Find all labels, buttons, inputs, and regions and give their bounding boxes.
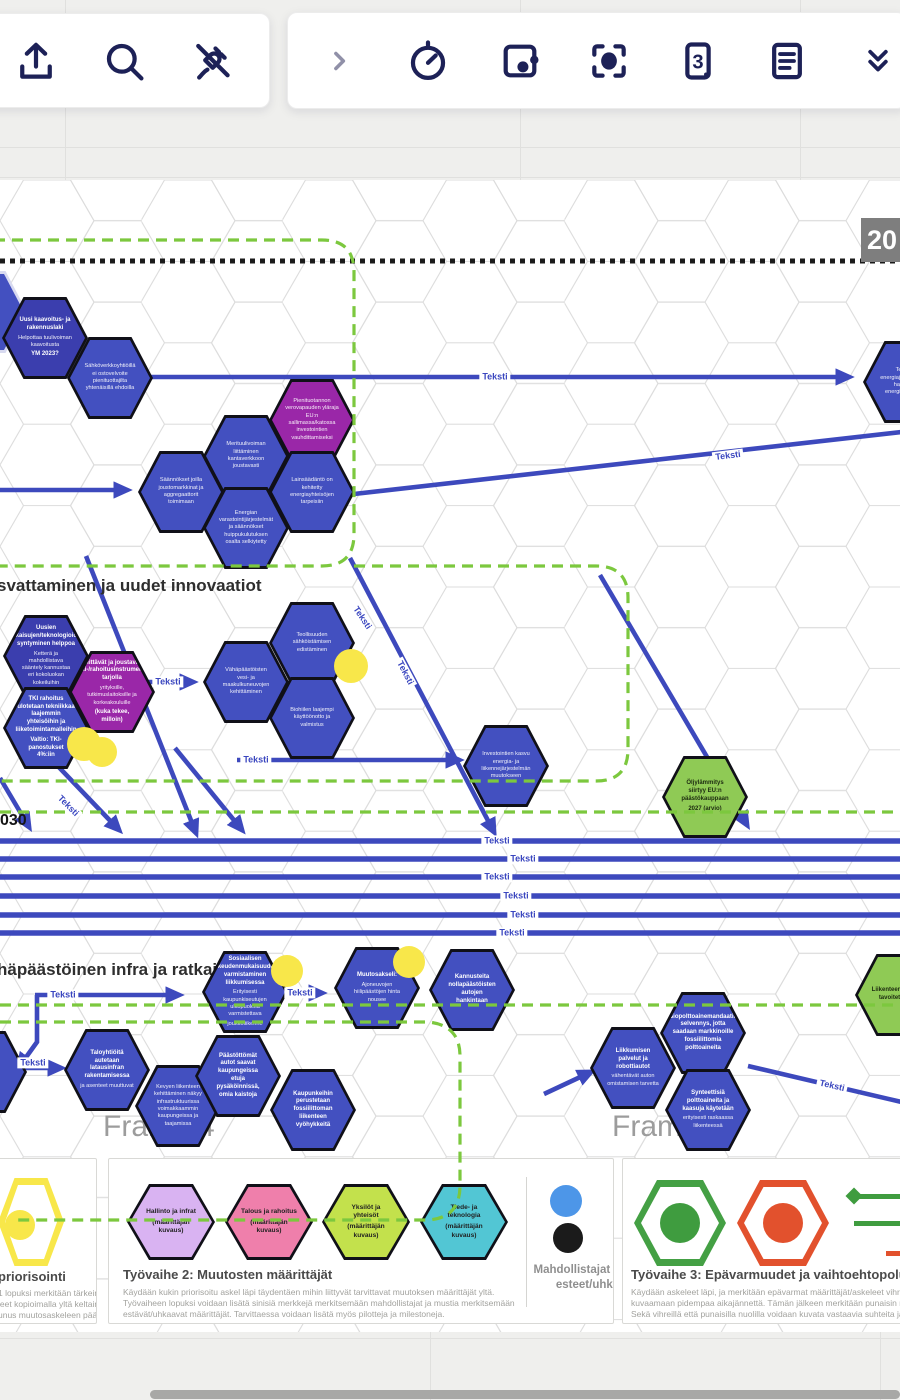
- hexagon-kannusteita[interactable]: Kannusteita nollapäästöisten autojen han…: [429, 949, 515, 1031]
- connector-label[interactable]: Teksti: [479, 371, 511, 383]
- legend-panel3-body: kuvaamaan pidempaa aikajännettä. Tämän j…: [631, 1298, 900, 1308]
- legend-hexagon-desc: (määrittäjän kuvaus): [347, 1223, 385, 1239]
- chevron-right-icon[interactable]: [324, 46, 354, 76]
- toolbar-left: [0, 13, 270, 108]
- red-line: [886, 1251, 900, 1256]
- bottom-chrome: [0, 1332, 900, 1400]
- connector-label[interactable]: Teksti: [240, 754, 272, 766]
- hexagon-text: Erityisesti kaupunkiseutujen ulkopuolell…: [223, 989, 267, 1018]
- legend-hexagon-label: Talous ja rahoitus: [241, 1208, 297, 1216]
- toolbar-right: 3: [287, 12, 900, 109]
- legend-hexagon-desc: (määrittäjän kuvaus): [445, 1223, 483, 1239]
- hexagon-text: Liikkumisen palvelut ja robottiautot: [615, 1048, 651, 1070]
- enablers-label: Mahdollistajat ja esteet/uhkat: [533, 1264, 613, 1291]
- legend-panel3-body: Sekä vihreillä että punaisilla nuolilla …: [631, 1309, 900, 1319]
- legend-panel-tyovaihe2: Mahdollistajat ja esteet/uhkat Työvaihe …: [108, 1158, 614, 1324]
- legend-yellow-dot: [5, 1210, 35, 1240]
- connector-label[interactable]: Teksti: [52, 790, 84, 822]
- legend-panel3-body: Käydään askeleet läpi, ja merkitään epäv…: [631, 1287, 900, 1297]
- legend-panel-tyovaihe3: Työvaihe 3: Epävarmuudet ja vaihtoehtopo…: [622, 1158, 900, 1324]
- canvas-grid-line: [430, 1332, 431, 1400]
- legend-hexagon-desc: (määrittäjän kuvaus): [250, 1218, 288, 1235]
- connector-label[interactable]: Teksti: [481, 871, 513, 883]
- connector-label[interactable]: Teksti: [17, 1057, 49, 1069]
- red-dot: [763, 1203, 803, 1243]
- connector-label[interactable]: Teksti: [507, 853, 539, 865]
- hexagon-text: Muutosakseli:: [356, 972, 397, 979]
- hexagon-text: Synteettisiä polttoaineita ja kaasuja kä…: [682, 1090, 734, 1112]
- hexagon-text: Ajoneuvojen hiilipäästöjen hinta nousee: [353, 982, 401, 1003]
- connector-label[interactable]: Teksti: [348, 601, 376, 635]
- connector-label[interactable]: Teksti: [711, 448, 745, 464]
- connector-label[interactable]: Teksti: [500, 890, 532, 902]
- card-dot-icon[interactable]: [498, 39, 542, 83]
- hexagon-text: erityisesti raskaassa liikenteessä: [682, 1115, 734, 1129]
- blocker-black-dot[interactable]: [553, 1223, 583, 1253]
- frame-focus-icon[interactable]: [587, 39, 631, 83]
- legend-hexagon-desc: (määrittäjän kuvaus): [152, 1218, 190, 1235]
- hexagon-text: Sosiaalisen oikeudenmukaisuuden varmista…: [212, 956, 278, 986]
- connector-label[interactable]: Teksti: [815, 1076, 849, 1096]
- legend-panel1-title: priorisointi: [0, 1269, 66, 1284]
- connector-label[interactable]: Teksti: [496, 927, 528, 939]
- notes-icon[interactable]: [765, 39, 809, 83]
- timeline-year-badge[interactable]: 20: [861, 218, 900, 262]
- legend-hexagon-2[interactable]: Talous ja rahoitus (määrittäjän kuvaus): [225, 1184, 313, 1260]
- legend-panel3-title: Työvaihe 3: Epävarmuudet ja vaihtoehtopo…: [631, 1267, 900, 1282]
- legend-panel1-body: unus muutosaskeleen päälle.: [0, 1310, 97, 1320]
- search-icon[interactable]: [102, 39, 146, 83]
- canvas-grid-line: [0, 1338, 900, 1339]
- horizontal-scrollbar[interactable]: [150, 1390, 900, 1399]
- legend-hexagon-label: Hallinto ja infrat: [146, 1208, 196, 1216]
- timeline-year-label: 030: [0, 812, 27, 829]
- connector-label[interactable]: Teksti: [392, 656, 418, 690]
- legend-panel1-body: 1 lopuksi merkitään tärkeimmät: [0, 1288, 96, 1298]
- section-title-infra: häpäästöinen infra ja ratkaisut: [0, 960, 243, 979]
- card-3-icon[interactable]: 3: [676, 39, 720, 83]
- green-arrow-line: [857, 1194, 900, 1199]
- connector-label[interactable]: Teksti: [284, 987, 316, 999]
- legend-panel1-body: leet kopioimalla yltä keltainen: [0, 1299, 96, 1309]
- green-line: [854, 1221, 900, 1226]
- legend-panel2-body: estävät/uhkaavat määrittäjät. Tarvittaes…: [123, 1309, 445, 1319]
- hexagon-text: 2027 (arvio): [688, 805, 722, 812]
- hexagon-text: Tehokas energiajärjestelmä ja hajautettu…: [880, 367, 900, 396]
- hexagon-text: Öljylämmitys siirtyy EU:n päästökauppaan: [681, 780, 729, 802]
- yellow-sticker-dot[interactable]: [271, 955, 303, 987]
- legend-panel2-body: Työvaiheen lopuksi voidaan lisätä sinisi…: [123, 1298, 515, 1308]
- legend-panel2-title: Työvaihe 2: Muutosten määrittäjät: [123, 1267, 333, 1282]
- hexagon-text: Kannusteita nollapäästöisten autojen han…: [448, 974, 496, 1004]
- plug-off-icon[interactable]: [190, 39, 234, 83]
- upload-icon[interactable]: [14, 39, 58, 83]
- uncertainty-green-hexagon[interactable]: [634, 1180, 726, 1266]
- connector-label[interactable]: Teksti: [481, 835, 513, 847]
- alternative-red-hexagon[interactable]: [737, 1180, 829, 1266]
- canvas-grid-line: [0, 177, 900, 178]
- legend-divider: [526, 1177, 527, 1307]
- canvas-grid-line: [0, 147, 900, 148]
- connector-label[interactable]: Teksti: [152, 676, 184, 688]
- connector-label[interactable]: Teksti: [507, 909, 539, 921]
- legend-panel-priorisointi: priorisointi 1 lopuksi merkitään tärkeim…: [0, 1158, 97, 1324]
- legend-hexagon-label: Tiede- ja teknologia: [447, 1203, 481, 1220]
- legend-panel2-body: Käydään kukin priorisoitu askel läpi täy…: [123, 1287, 495, 1297]
- green-dot: [660, 1203, 700, 1243]
- yellow-sticker-dot[interactable]: [334, 649, 368, 683]
- double-chevron-down-icon[interactable]: [861, 44, 895, 78]
- timer-icon[interactable]: [406, 39, 450, 83]
- hexagon-text: Liikenteen päästöt tavoitetasolla: [871, 987, 900, 1001]
- yellow-sticker-dot[interactable]: [87, 737, 117, 767]
- hexagon-text: Biopolttoainemandaatin selvennys, jotta …: [668, 1013, 738, 1051]
- enabler-blue-dot[interactable]: [550, 1185, 582, 1217]
- legend-hexagon-4[interactable]: Tiede- ja teknologia (määrittäjän kuvaus): [420, 1184, 508, 1260]
- legend-hexagon-label: Yksilöt ja yhteisöt: [351, 1203, 381, 1220]
- connector-label[interactable]: Teksti: [47, 989, 79, 1001]
- svg-text:3: 3: [692, 51, 703, 73]
- legend-hexagon-3[interactable]: Yksilöt ja yhteisöt (määrittäjän kuvaus): [322, 1184, 410, 1260]
- canvas-grid-line: [880, 1332, 881, 1400]
- hexagon-text: vähentävät auton omistamisen tarvetta: [607, 1073, 659, 1087]
- yellow-sticker-dot[interactable]: [393, 946, 425, 978]
- legend-hexagon-1[interactable]: Hallinto ja infrat (määrittäjän kuvaus): [127, 1184, 215, 1260]
